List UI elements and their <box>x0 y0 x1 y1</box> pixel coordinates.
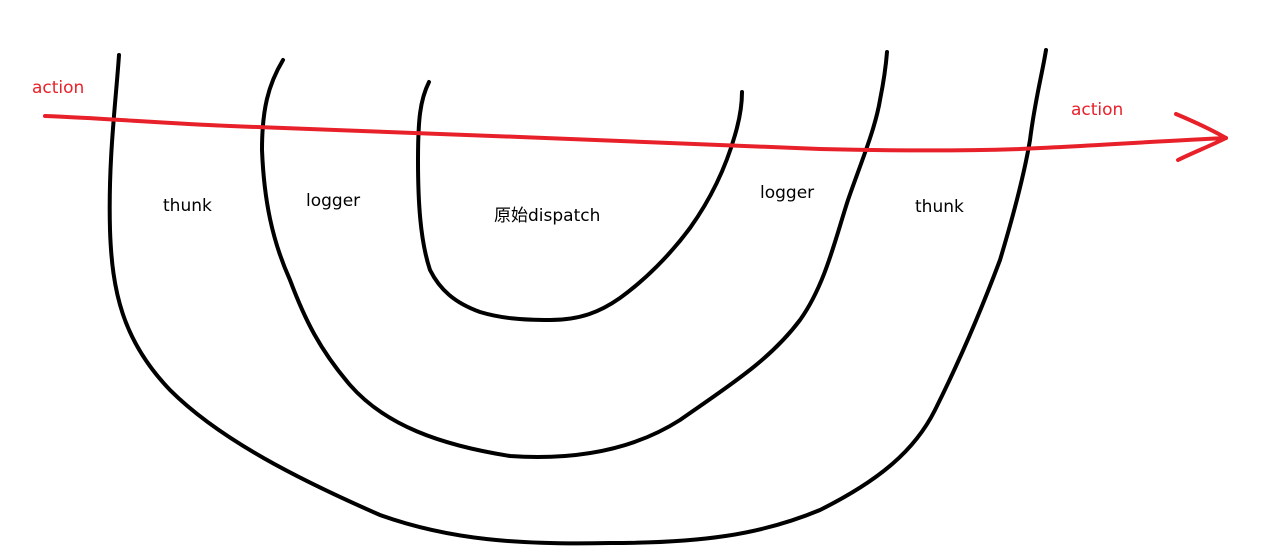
action-flow-line <box>43 114 1228 153</box>
thunk-out-label: thunk <box>915 197 964 217</box>
thunk-in-label: thunk <box>163 196 212 216</box>
thunk-layer-curve <box>107 48 1048 546</box>
dispatch-layer-curve <box>416 80 744 322</box>
action-input-label: action <box>32 78 85 98</box>
arrow-head-icon <box>1174 112 1228 162</box>
logger-out-label: logger <box>760 183 815 203</box>
action-output-label: action <box>1071 100 1124 120</box>
logger-in-label: logger <box>306 191 361 211</box>
logger-layer-curve <box>260 50 889 459</box>
original-dispatch-label: 原始dispatch <box>494 206 601 226</box>
